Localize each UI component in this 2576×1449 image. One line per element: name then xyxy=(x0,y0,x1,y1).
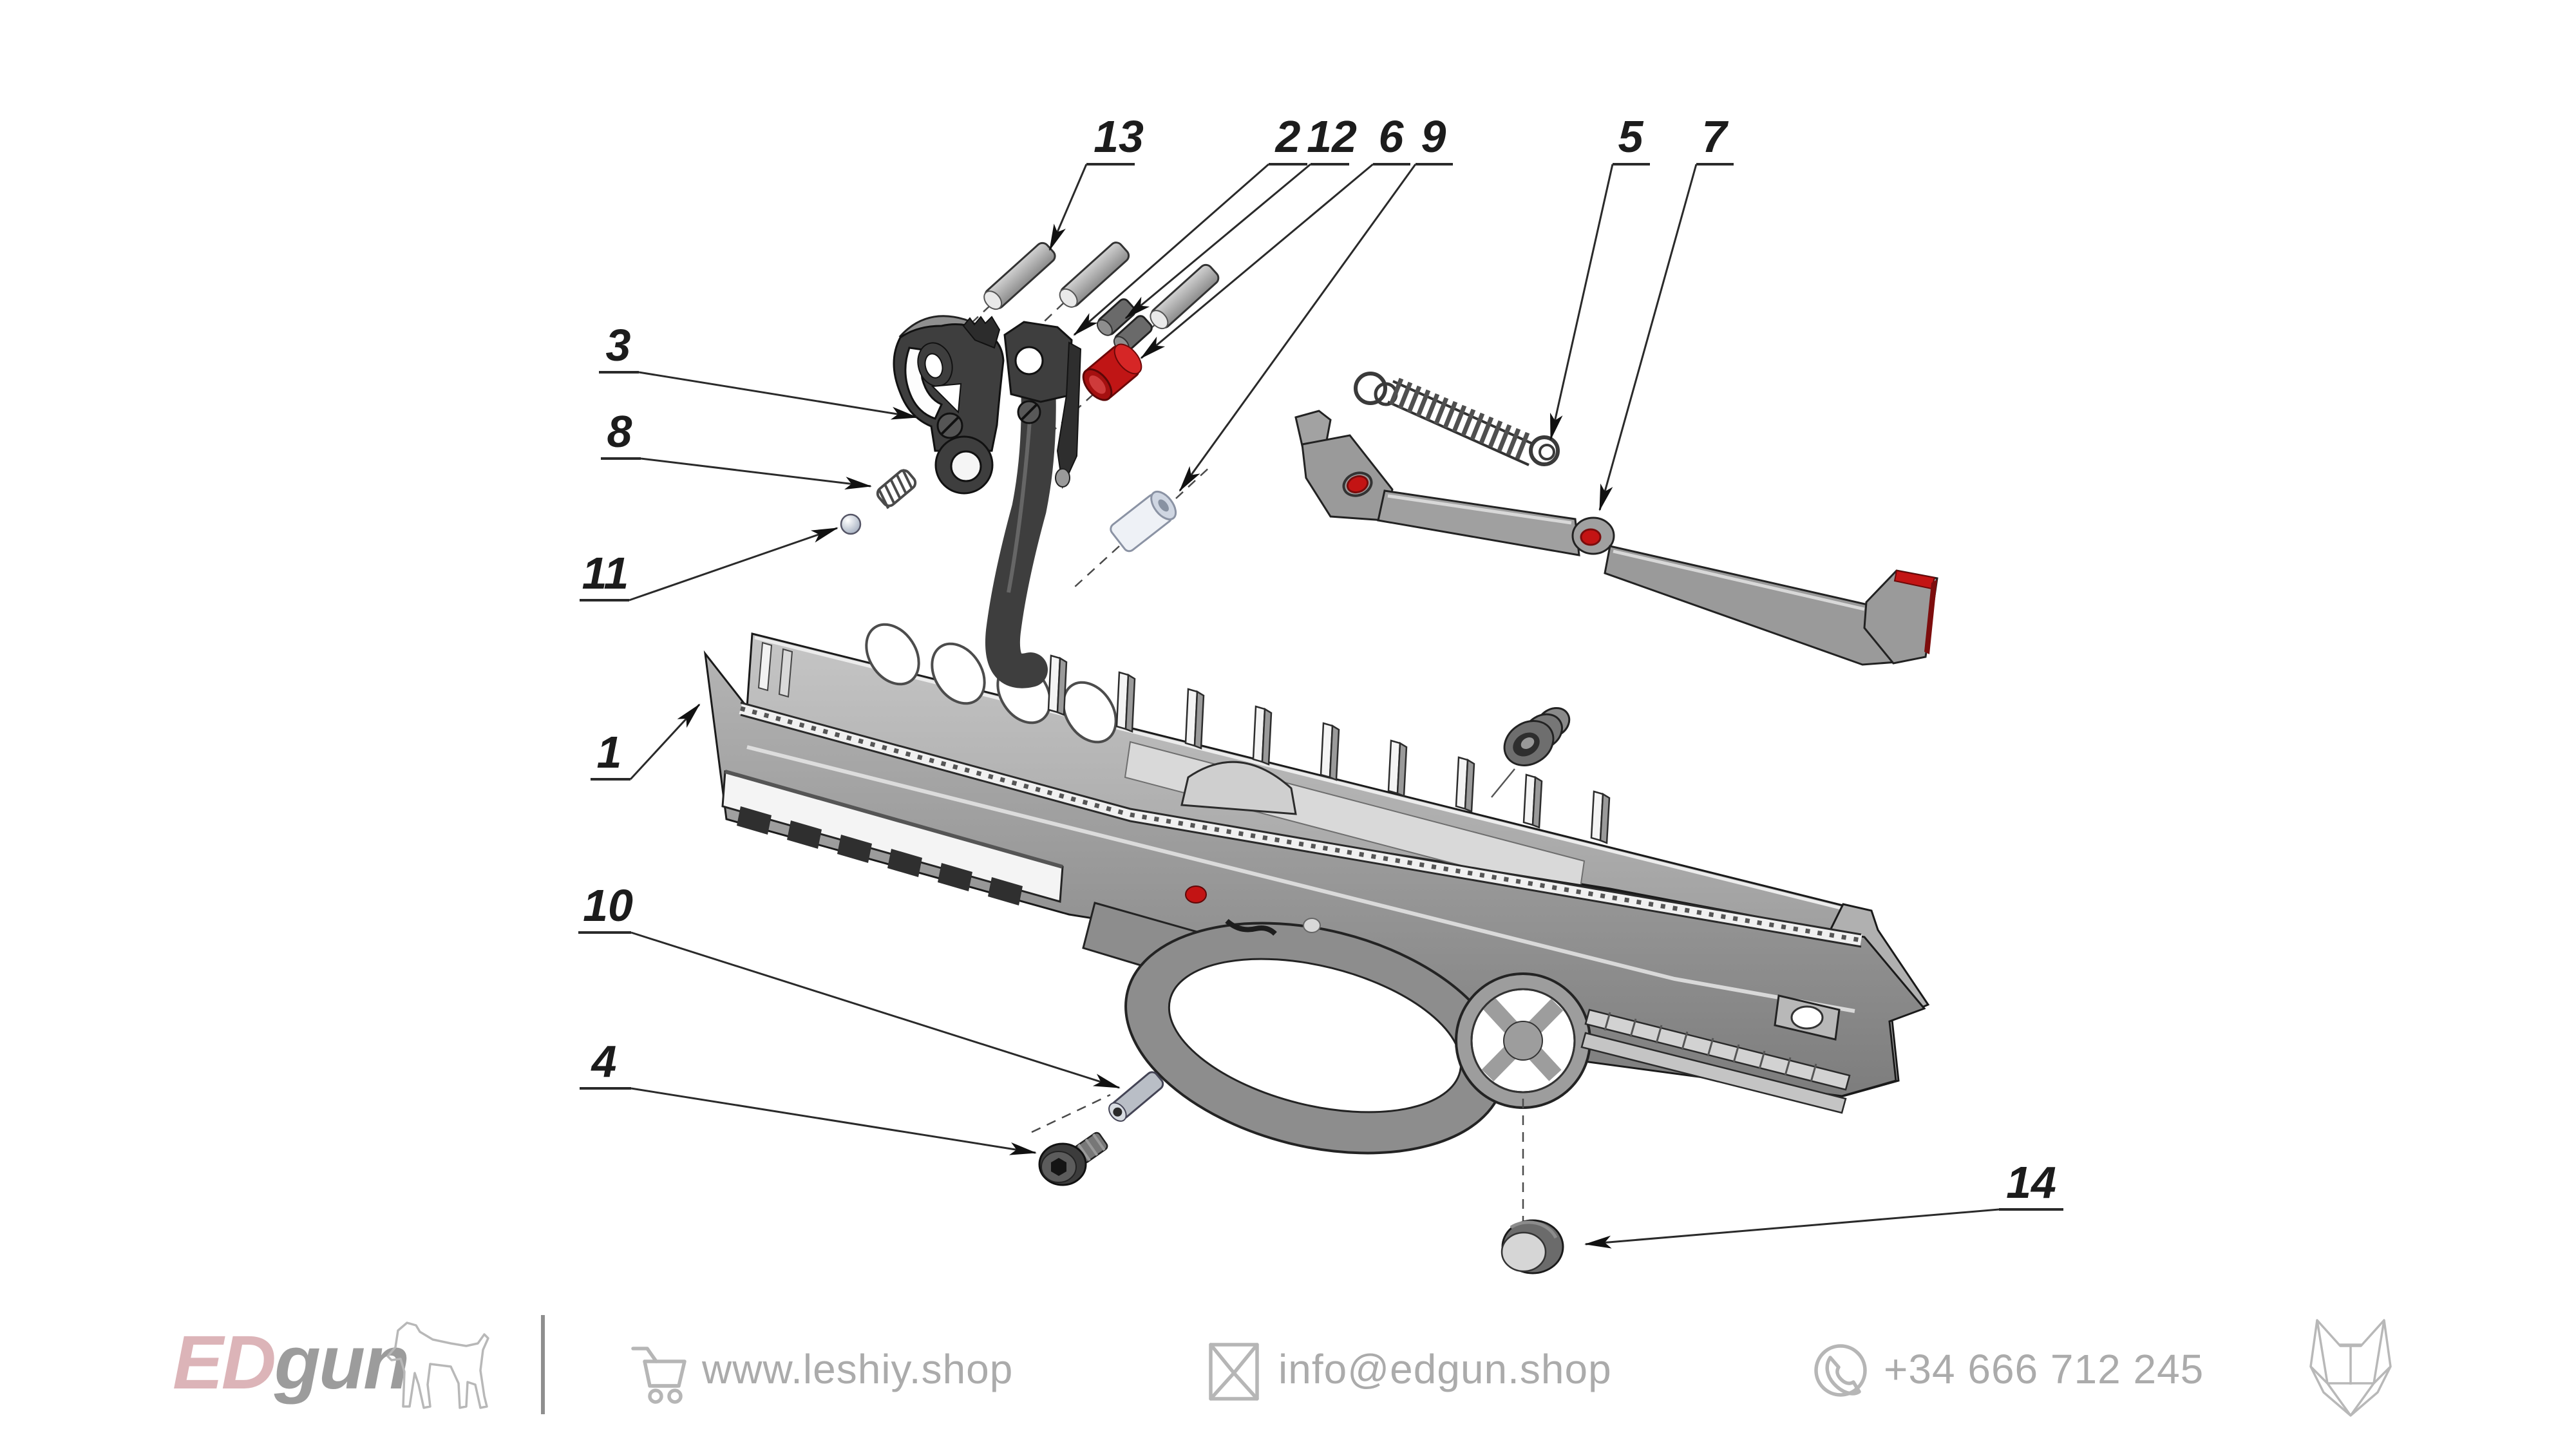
callout-9: 9 xyxy=(1179,111,1453,492)
picatinny-rail xyxy=(721,770,1064,905)
red-bushing xyxy=(1082,343,1142,401)
svg-text:6: 6 xyxy=(1379,111,1405,162)
coil-spring xyxy=(1354,372,1560,466)
receiver-rib-tabs xyxy=(1047,654,1611,844)
light-index-dot xyxy=(1303,918,1321,933)
dog-logo-icon xyxy=(386,1321,489,1409)
website-link[interactable]: www.leshiy.shop xyxy=(701,1346,1013,1392)
svg-text:3: 3 xyxy=(606,320,631,370)
svg-text:13: 13 xyxy=(1094,111,1144,162)
callout-12: 12 xyxy=(1124,111,1357,319)
svg-text:2: 2 xyxy=(1274,111,1301,162)
callout-8: 8 xyxy=(601,406,872,490)
guard-pin xyxy=(1108,1071,1164,1122)
callout-11: 11 xyxy=(580,527,838,601)
svg-text:9: 9 xyxy=(1421,111,1446,162)
envelope-icon xyxy=(1209,1343,1259,1401)
fox-logo-icon xyxy=(2309,1319,2392,1417)
svg-text:11: 11 xyxy=(582,548,629,598)
end-plug xyxy=(1501,1219,1564,1274)
red-index-dot xyxy=(1185,886,1207,904)
svg-text:4: 4 xyxy=(591,1036,617,1086)
phone-icon xyxy=(1814,1344,1867,1397)
sear xyxy=(893,315,1005,495)
callouts: 13 2 12 6 9 5 7 xyxy=(578,111,2063,1249)
callout-5: 5 xyxy=(1549,111,1650,440)
receiver-truss-opening xyxy=(1455,972,1591,1109)
svg-text:8: 8 xyxy=(607,406,632,457)
pin-long-2 xyxy=(1059,242,1130,308)
grommet-bushing xyxy=(1503,706,1571,766)
svg-text:14: 14 xyxy=(2006,1157,2056,1208)
callout-3: 3 xyxy=(599,320,918,420)
callout-14: 14 xyxy=(1584,1157,2063,1249)
callout-13: 13 xyxy=(1048,111,1144,251)
white-cylinder-pin xyxy=(1110,490,1177,553)
email-link[interactable]: info@edgun.shop xyxy=(1278,1346,1612,1392)
svg-text:10: 10 xyxy=(583,880,633,931)
callout-2: 2 xyxy=(1073,111,1307,336)
footer: EDgun www.leshiy.shop info@edgun.shop +3… xyxy=(173,1315,2392,1417)
small-spring xyxy=(876,469,917,509)
callout-6: 6 xyxy=(1140,111,1410,359)
pin-long-3 xyxy=(1150,263,1220,330)
callout-10: 10 xyxy=(578,880,1121,1089)
cart-icon xyxy=(631,1347,687,1404)
receiver-arch-bridge xyxy=(1180,761,1297,815)
callout-4: 4 xyxy=(580,1036,1037,1155)
svg-text:12: 12 xyxy=(1307,111,1357,162)
callout-7: 7 xyxy=(1598,111,1734,511)
sear-serrations xyxy=(962,316,1001,349)
transfer-lever xyxy=(1294,410,1938,666)
detent-ball xyxy=(840,513,862,535)
trigger-guard xyxy=(1082,902,1515,1155)
logo-edgun: EDgun xyxy=(173,1320,408,1405)
svg-text:5: 5 xyxy=(1618,111,1644,162)
callout-1: 1 xyxy=(591,703,701,781)
grip-mount-bars xyxy=(1580,1009,1851,1114)
guard-screw xyxy=(1038,1132,1108,1186)
receiver-body xyxy=(703,623,1930,1155)
trigger-blade xyxy=(985,321,1082,688)
safety-detail xyxy=(1225,918,1277,936)
svg-text:7: 7 xyxy=(1702,111,1729,162)
phone-link[interactable]: +34 666 712 245 xyxy=(1884,1346,2204,1392)
svg-text:1: 1 xyxy=(597,727,622,777)
